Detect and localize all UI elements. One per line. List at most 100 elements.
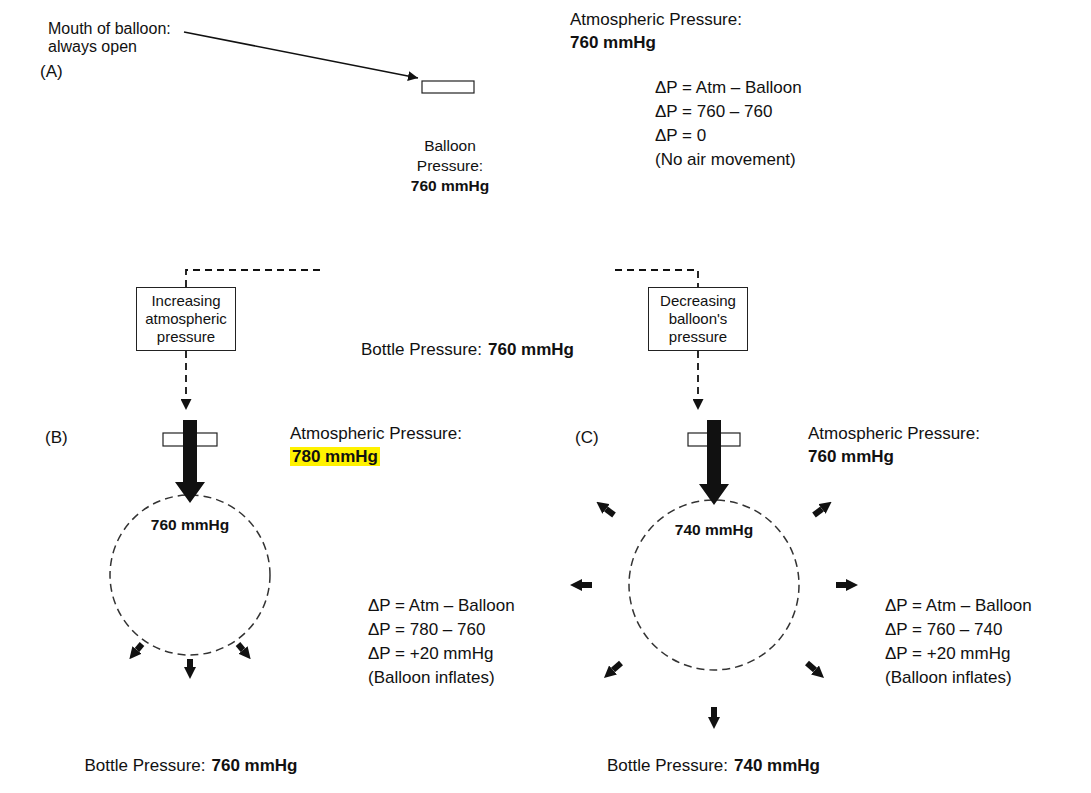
balloon-shape: 760 mmHg (85, 470, 295, 680)
label-slot: 760 mmHg (570, 33, 656, 53)
pressure-value: 760 mmHg (570, 33, 656, 52)
label-slot: (Balloon inflates) (368, 668, 495, 688)
expansion-arrow (814, 509, 822, 515)
text-group: 760 mmHg (85, 515, 295, 535)
text-group: Balloon Pressure:760 mmHg (400, 136, 500, 196)
pressure-text: Balloon Pressure: (400, 136, 500, 176)
balloon-shape: Balloon Pressure:760 mmHg (386, 102, 514, 230)
balloon-body (386, 102, 514, 230)
bottle-shape: 760 mmHgBottle Pressure:760 mmHg (22, 410, 360, 788)
equation-line: ΔP = 760 – 740 (885, 620, 1002, 639)
balloon-mouth (422, 81, 474, 93)
expansion-arrow (613, 663, 621, 670)
label-slot: Atmospheric Pressure: (570, 10, 742, 30)
label-slot: Mouth of balloon: always open (48, 20, 208, 56)
leader-arrow (184, 32, 418, 78)
label-slot: 780 mmHg (290, 447, 380, 467)
equation-line: ΔP = 760 – 760 (655, 102, 772, 121)
label-slot: (B) (45, 428, 68, 448)
dashed-connector (697, 351, 699, 410)
text-group: Bottle Pressure:760 mmHg (22, 756, 360, 776)
expansion-arrow (582, 582, 592, 588)
label-slot: ΔP = Atm – Balloon (885, 596, 1032, 616)
text-group: 740 mmHg (596, 520, 832, 540)
label-slot: ΔP = 0 (655, 126, 706, 146)
label-slot: ΔP = 760 – 740 (885, 620, 1002, 640)
bottle-outline (552, 410, 875, 788)
equation-line: ΔP = Atm – Balloon (368, 596, 515, 615)
pressure-text: 760 mmHg (211, 756, 297, 776)
label-slot: Atmospheric Pressure: (808, 424, 980, 444)
pressure-text: 740 mmHg (734, 756, 820, 776)
panel-letter: (C) (575, 428, 599, 447)
pressure-text: 760 mmHg (85, 515, 295, 535)
pressure-text: Bottle Pressure: (607, 756, 728, 776)
label-slot: (A) (40, 62, 63, 82)
expansion-arrow (711, 707, 717, 717)
pressure-label: Atmospheric Pressure: (570, 10, 742, 29)
process-box: Increasing atmospheric pressure (136, 287, 236, 351)
equation-line: ΔP = 0 (655, 126, 706, 145)
dashed-connector (186, 270, 320, 287)
pressure-label: Atmospheric Pressure: (290, 424, 462, 443)
equation-note: (Balloon inflates) (885, 668, 1012, 687)
bottle-body (22, 446, 360, 788)
balloon-body (85, 470, 295, 680)
label-slot: (Balloon inflates) (885, 668, 1012, 688)
bottle-outline (320, 93, 615, 372)
pressure-text: Bottle Pressure: (85, 756, 206, 776)
equation-line: ΔP = Atm – Balloon (655, 78, 802, 97)
label-slot: Atmospheric Pressure: (290, 424, 462, 444)
pressure-text: 740 mmHg (596, 520, 832, 540)
label-slot: ΔP = +20 mmHg (885, 644, 1010, 664)
label-slot: 760 mmHg (808, 447, 894, 467)
bottle-shape: Balloon Pressure:760 mmHgBottle Pressure… (320, 93, 615, 372)
pressure-arrow (175, 420, 205, 503)
label-slot: (C) (575, 428, 599, 448)
callout-text: Mouth of balloon: always open (48, 20, 171, 55)
balloon-shape: 740 mmHg (596, 467, 832, 703)
dashed-connector (185, 351, 187, 410)
equation-note: (Balloon inflates) (368, 668, 495, 687)
equation-line: ΔP = 780 – 760 (368, 620, 485, 639)
expansion-arrow (137, 644, 142, 650)
bottle-shape: 740 mmHgBottle Pressure:740 mmHg (552, 410, 875, 788)
balloon-outline (596, 467, 832, 703)
text-group: Bottle Pressure: 760 mmHg (320, 340, 615, 360)
expansion-arrow (807, 663, 815, 670)
equation-note: (No air movement) (655, 150, 796, 169)
balloon-outline (85, 470, 295, 680)
label-slot: ΔP = 760 – 760 (655, 102, 772, 122)
label-slot: (No air movement) (655, 150, 796, 170)
pressure-arrow (699, 420, 729, 505)
equation-line: ΔP = +20 mmHg (368, 644, 493, 663)
pressure-text: Bottle Pressure: (361, 340, 482, 360)
panel-letter: (B) (45, 428, 68, 447)
bottle-outline (22, 410, 360, 788)
expansion-arrow (187, 659, 193, 667)
expansion-arrow (238, 644, 243, 650)
bottle-body (552, 446, 875, 788)
panel-letter: (A) (40, 62, 63, 81)
balloon-body (596, 467, 832, 703)
dashed-connector (615, 270, 698, 287)
pressure-value: 760 mmHg (808, 447, 894, 466)
label-slot: ΔP = 780 – 760 (368, 620, 485, 640)
pressure-value: 780 mmHg (290, 447, 380, 466)
label-slot: ΔP = +20 mmHg (368, 644, 493, 664)
label-slot: ΔP = Atm – Balloon (368, 596, 515, 616)
equation-line: ΔP = Atm – Balloon (885, 596, 1032, 615)
box-text: Increasing atmospheric pressure (142, 292, 230, 346)
expansion-arrow (606, 509, 614, 515)
box-text: Decreasing balloon's pressure (654, 292, 742, 346)
expansion-arrow (836, 582, 846, 588)
pressure-label: Atmospheric Pressure: (808, 424, 980, 443)
text-group: Bottle Pressure: 740 mmHg (552, 756, 875, 776)
bottle-body (320, 93, 615, 372)
label-slot: ΔP = Atm – Balloon (655, 78, 802, 98)
pressure-text: 760 mmHg (488, 340, 574, 360)
process-box: Decreasing balloon's pressure (648, 287, 748, 351)
equation-line: ΔP = +20 mmHg (885, 644, 1010, 663)
pressure-text: 760 mmHg (400, 176, 500, 196)
